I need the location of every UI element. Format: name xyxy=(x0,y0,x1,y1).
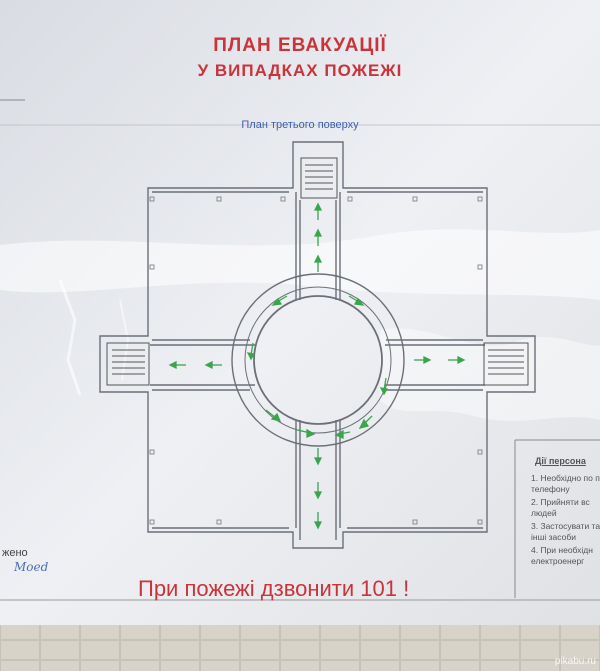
arrow-south-2 xyxy=(313,482,323,500)
arrow-ring-7 xyxy=(358,415,373,429)
staff-actions-panel: Дії персона 1. Необхідно по по телефону … xyxy=(517,448,600,598)
action-item: 1. Необхідно по по телефону xyxy=(531,473,600,494)
corridor-north xyxy=(299,200,337,300)
arrow-north-1 xyxy=(313,254,323,272)
arrow-ring-6 xyxy=(334,429,351,439)
arrow-east-1 xyxy=(414,355,432,365)
tiled-wall xyxy=(0,620,600,671)
arrow-north-2 xyxy=(313,228,323,246)
arrow-ring-2 xyxy=(348,295,365,306)
poster-title-line2: У ВИПАДКАХ ПОЖЕЖІ xyxy=(197,61,403,80)
corridor-east xyxy=(385,344,485,386)
rotunda-inner-ring xyxy=(244,286,392,434)
approval-signature: Moed xyxy=(14,560,49,574)
plan-subtitle: План третього поверху xyxy=(241,119,359,131)
corridor-west xyxy=(150,344,255,386)
approval-label: жено xyxy=(2,547,28,559)
emergency-phone-notice: При пожежі дзвонити 101 ! xyxy=(138,576,410,601)
action-item: 2. Прийняти вс людей xyxy=(531,497,590,518)
poster-title-line1: ПЛАН ЕВАКУАЦІЇ xyxy=(213,35,387,56)
arrow-ring-5 xyxy=(297,428,316,438)
arrow-ring-1 xyxy=(271,295,288,306)
arrow-ring-8 xyxy=(379,377,389,396)
arrow-north-3 xyxy=(313,202,323,220)
rotunda-outer xyxy=(231,273,405,447)
watermark: pikabu.ru xyxy=(554,656,596,667)
arrow-east-2 xyxy=(448,355,466,365)
action-item: 4. При необхідн електроенерг xyxy=(531,545,593,566)
rotunda-core xyxy=(253,295,383,425)
action-item: 3. Застосувати та інші засоби xyxy=(531,521,600,542)
arrow-south-1 xyxy=(313,448,323,466)
stairwell-west xyxy=(106,342,150,386)
evacuation-arrows xyxy=(168,202,466,530)
arrow-ring-4 xyxy=(265,409,282,422)
stairwell-east xyxy=(483,342,529,386)
arrow-ring-3 xyxy=(246,342,256,361)
arrow-west-2 xyxy=(168,360,186,370)
actions-heading: Дії персона xyxy=(535,456,586,466)
stairwell-north xyxy=(300,157,338,199)
arrow-south-3 xyxy=(313,512,323,530)
building-outline xyxy=(99,141,536,549)
arrow-west-1 xyxy=(204,360,222,370)
corridor-south xyxy=(299,420,337,540)
